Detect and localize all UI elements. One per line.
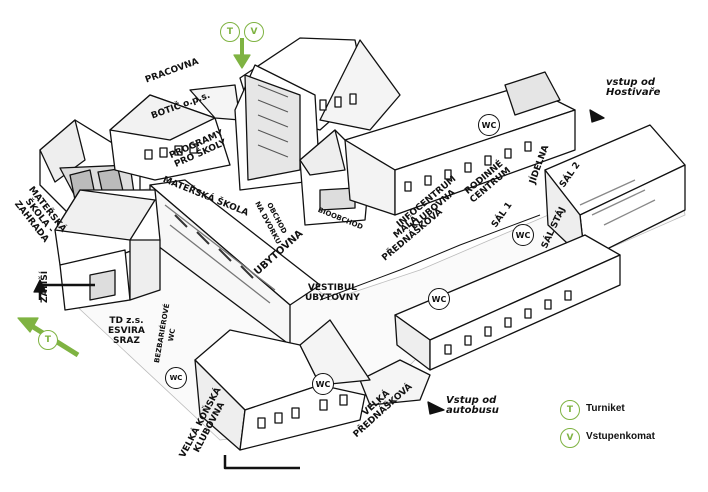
ticket-machine-badge-top[interactable]: V <box>244 22 264 42</box>
building-tower <box>234 37 401 191</box>
wc-marker-south-east[interactable]: WC <box>428 288 450 310</box>
legend-turniket-label: Turniket <box>586 403 625 414</box>
entrance-autobus-arrow <box>427 401 445 415</box>
legend-turniket-icon: T <box>560 400 580 420</box>
wc-marker-east[interactable]: WC <box>478 114 500 136</box>
wc-marker-accessible[interactable]: WC <box>165 367 187 389</box>
legend-vstupenkomat-label: Vstupenkomat <box>586 431 655 442</box>
legend-vstupenkomat-icon: V <box>560 428 580 448</box>
label-vstup-hostivar: vstup od Hostivaře <box>606 77 661 98</box>
building-sal-staj <box>544 124 686 261</box>
label-vstup-autobus: Vstup od autobusu <box>446 395 499 416</box>
building-south-east-wing <box>359 234 621 406</box>
building-ubytovna <box>149 179 321 346</box>
building-ms <box>54 189 161 311</box>
entrance-hostivar-arrow <box>589 109 605 123</box>
building-botic <box>109 84 241 181</box>
turnstile-badge-top[interactable]: T <box>220 22 240 42</box>
label-zatisi: ZÁTIŠÍ <box>40 270 50 303</box>
building-south <box>194 319 371 451</box>
turnstile-badge-left[interactable]: T <box>38 330 58 350</box>
wc-marker-south[interactable]: WC <box>312 373 334 395</box>
label-vestibul: VESTIBUL UBYTOVNY <box>305 283 360 303</box>
wc-marker-sal[interactable]: WC <box>512 224 534 246</box>
building-east-wing <box>344 71 576 216</box>
label-td: TD z.s. ESVIRA SRAZ <box>108 316 145 346</box>
